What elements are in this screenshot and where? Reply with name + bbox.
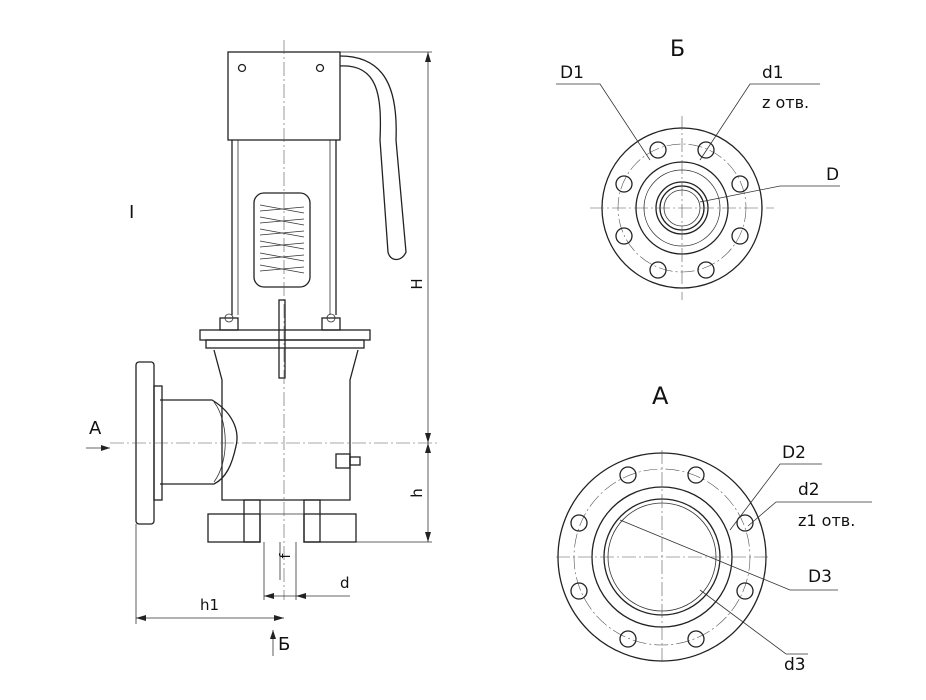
view-arrow-a-label: А <box>89 418 102 439</box>
dimension-H: H <box>340 51 432 443</box>
inlet-nozzle <box>160 399 238 485</box>
view-b-label-d1: d1 <box>762 63 784 83</box>
view-arrow-b-label: Б <box>278 634 290 655</box>
stem-indicator <box>278 299 286 379</box>
dimension-d: d <box>264 574 350 599</box>
view-a-label-d3: d3 <box>784 655 806 675</box>
dim-label-f: f <box>278 552 294 558</box>
spring-coils <box>259 204 305 274</box>
dimension-f: f <box>263 542 297 600</box>
view-b-label-holes: z отв. <box>762 93 809 112</box>
flange-nut-right <box>321 313 341 331</box>
view-b-label-D1: D1 <box>560 63 584 83</box>
dimension-h1: h1 <box>135 524 284 624</box>
lever-handle <box>339 55 407 261</box>
view-a-label-holes: z1 отв. <box>798 511 855 530</box>
drain-screw <box>335 453 361 469</box>
spring-window <box>253 192 311 288</box>
dim-label-h1: h1 <box>200 596 219 614</box>
view-a-label-D3: D3 <box>808 567 832 587</box>
view-a-label-d2: d2 <box>798 480 820 500</box>
view-a-title: А <box>652 382 669 410</box>
flange-nut-left <box>219 313 239 331</box>
cap-bolt-left <box>237 63 247 73</box>
cap-bolt-right <box>315 63 325 73</box>
dim-label-d: d <box>340 574 350 592</box>
view-a-bolt-holes <box>570 466 754 648</box>
misc-mark: I <box>129 202 134 223</box>
view-b-bolt-holes <box>615 141 749 279</box>
dim-label-h: h <box>408 488 426 498</box>
view-a-label-D2: D2 <box>782 443 806 463</box>
dimension-h: h <box>356 443 432 543</box>
view-b: Б D1 d1 z отв. D <box>556 37 840 300</box>
view-arrow-b: Б <box>270 630 290 656</box>
outlet-flange <box>207 499 357 543</box>
side-view: H h f d h1 <box>86 40 440 656</box>
view-b-label-D: D <box>826 165 839 185</box>
view-b-title: Б <box>670 37 685 62</box>
valve-body <box>213 349 359 501</box>
dim-label-H: H <box>408 278 426 289</box>
view-a: А D2 d2 z1 отв. D3 d3 <box>556 382 872 675</box>
view-arrow-a: А <box>86 418 110 451</box>
